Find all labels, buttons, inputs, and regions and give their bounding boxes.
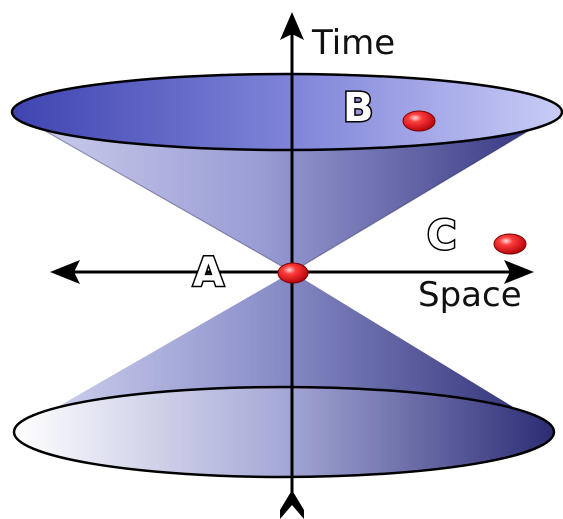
space-axis-left-arrow-icon [50, 260, 80, 284]
past-cone-base [12, 385, 556, 479]
time-axis-tail-icon [280, 490, 304, 519]
time-axis-arrow-icon [280, 12, 304, 40]
event-b-label: B [343, 85, 374, 131]
event-c-label: C [427, 213, 456, 259]
future-light-cone [10, 72, 563, 273]
space-axis-right-arrow-icon [504, 260, 534, 284]
event-c-marker-icon [493, 233, 527, 255]
space-axis-label: Space [418, 275, 522, 315]
event-b-marker-icon [402, 110, 436, 132]
past-light-cone [12, 272, 556, 479]
event-a-label: A [193, 250, 224, 296]
time-axis-label: Time [311, 23, 395, 63]
event-a-marker-icon [277, 262, 309, 284]
future-cone-top [10, 72, 563, 152]
